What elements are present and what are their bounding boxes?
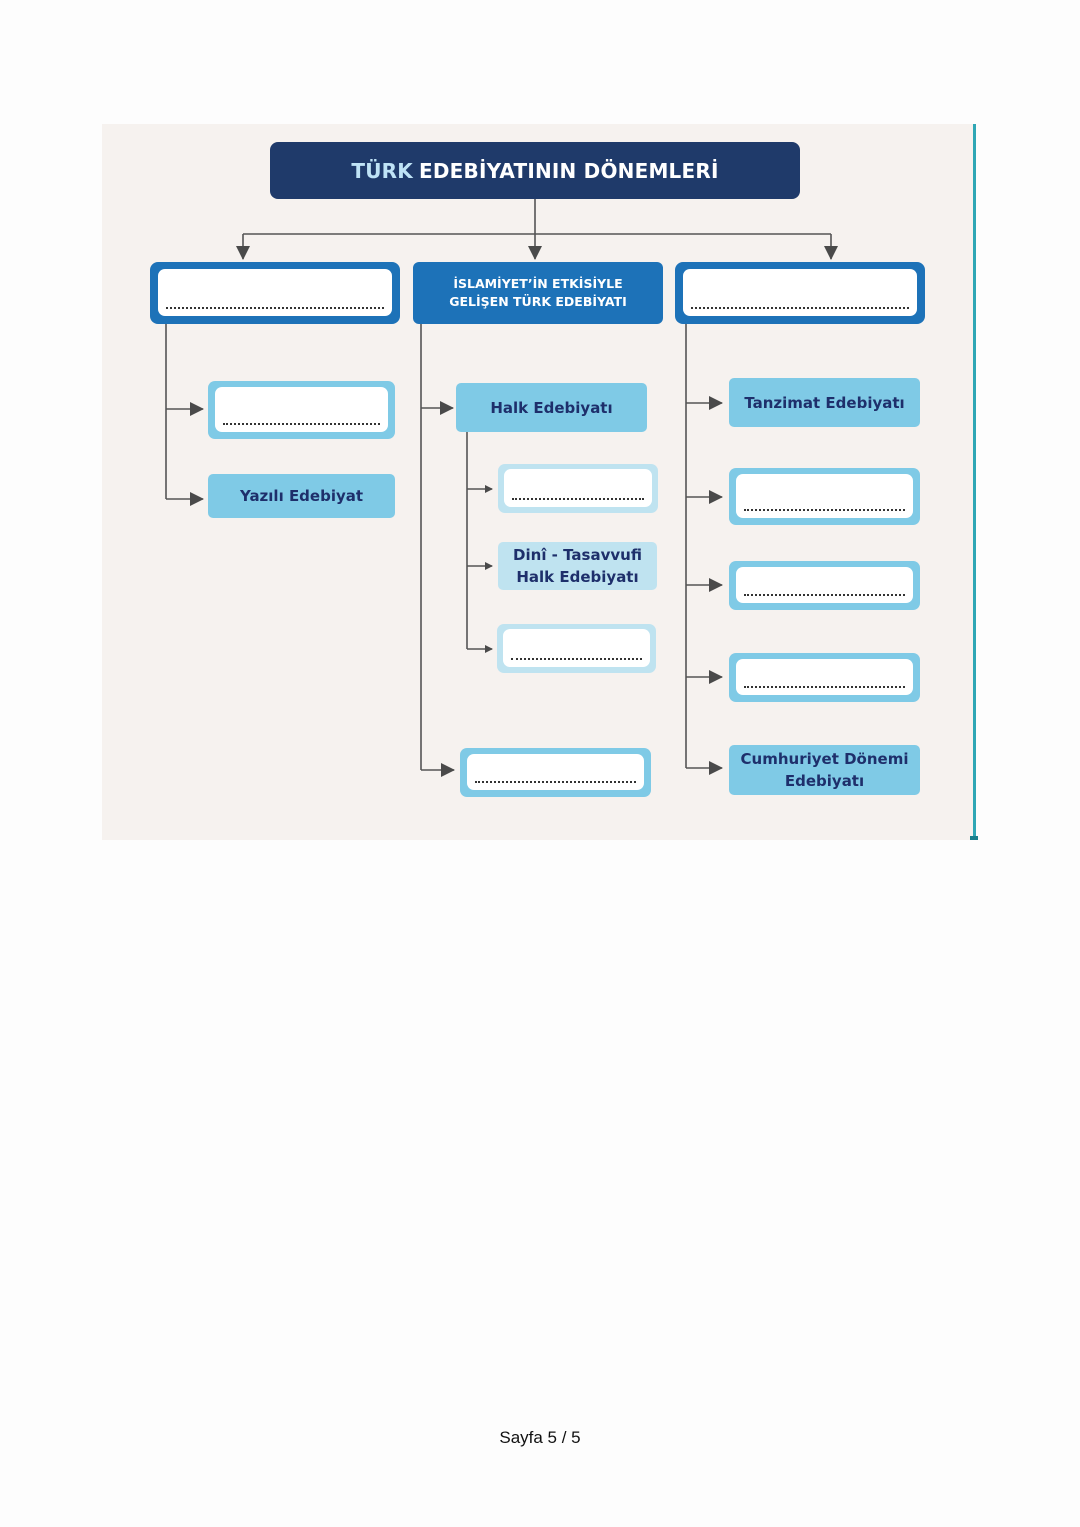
halk-edebiyati-label: Halk Edebiyatı bbox=[490, 398, 613, 417]
dini-tasavvufi-line1: Dinî - Tasavvufi bbox=[513, 546, 642, 564]
right-blank-1[interactable] bbox=[729, 468, 920, 525]
diagram-title: TÜRK EDEBİYATININ DÖNEMLERİ bbox=[270, 142, 800, 199]
yazili-edebiyat-label: Yazılı Edebiyat bbox=[239, 487, 364, 505]
dini-tasavvufi-box: Dinî - Tasavvufi Halk Edebiyatı bbox=[498, 542, 657, 590]
yazili-edebiyat-box: Yazılı Edebiyat bbox=[208, 474, 395, 518]
title-rest: EDEBİYATININ DÖNEMLERİ bbox=[418, 158, 719, 183]
cumhuriyet-donemi-line2: Edebiyatı bbox=[784, 772, 865, 790]
middle-header-line1: İSLAMİYET’İN ETKİSİYLE bbox=[453, 276, 623, 291]
cumhuriyet-donemi-line1: Cumhuriyet Dönemi bbox=[740, 750, 909, 768]
halk-sub-blank-1[interactable] bbox=[498, 464, 658, 513]
left-header-blank[interactable] bbox=[150, 262, 400, 324]
middle-header-line2: GELİŞEN TÜRK EDEBİYATI bbox=[449, 294, 627, 309]
page-number: Sayfa 5 / 5 bbox=[499, 1428, 581, 1447]
right-header-blank[interactable] bbox=[675, 262, 925, 324]
middle-header: İSLAMİYET’İN ETKİSİYLE GELİŞEN TÜRK EDEB… bbox=[413, 262, 663, 324]
connector-lines bbox=[165, 199, 838, 777]
blank-dotted-line bbox=[166, 307, 384, 309]
blank-dotted-line bbox=[744, 594, 905, 596]
right-blank-3[interactable] bbox=[729, 653, 920, 702]
left-blank-box[interactable] bbox=[208, 381, 395, 439]
middle-bottom-blank[interactable] bbox=[460, 748, 651, 797]
right-border-tick bbox=[970, 836, 978, 840]
dini-tasavvufi-line2: Halk Edebiyatı bbox=[516, 568, 639, 586]
blank-dotted-line bbox=[475, 781, 636, 783]
halk-edebiyati-box: Halk Edebiyatı bbox=[456, 383, 647, 432]
tanzimat-edebiyati-label: Tanzimat Edebiyatı bbox=[744, 393, 905, 412]
blank-dotted-line bbox=[511, 658, 642, 660]
tanzimat-edebiyati-box: Tanzimat Edebiyatı bbox=[729, 378, 920, 427]
blank-dotted-line bbox=[744, 509, 905, 511]
right-blank-2[interactable] bbox=[729, 561, 920, 610]
title-prefix: TÜRK bbox=[351, 158, 413, 183]
right-border-line bbox=[973, 124, 976, 840]
blank-dotted-line bbox=[512, 498, 644, 500]
blank-dotted-line bbox=[744, 686, 905, 688]
blank-dotted-line bbox=[223, 423, 380, 425]
blank-dotted-line bbox=[691, 307, 909, 309]
cumhuriyet-donemi-box: Cumhuriyet Dönemi Edebiyatı bbox=[729, 745, 920, 795]
halk-sub-blank-2[interactable] bbox=[497, 624, 656, 673]
